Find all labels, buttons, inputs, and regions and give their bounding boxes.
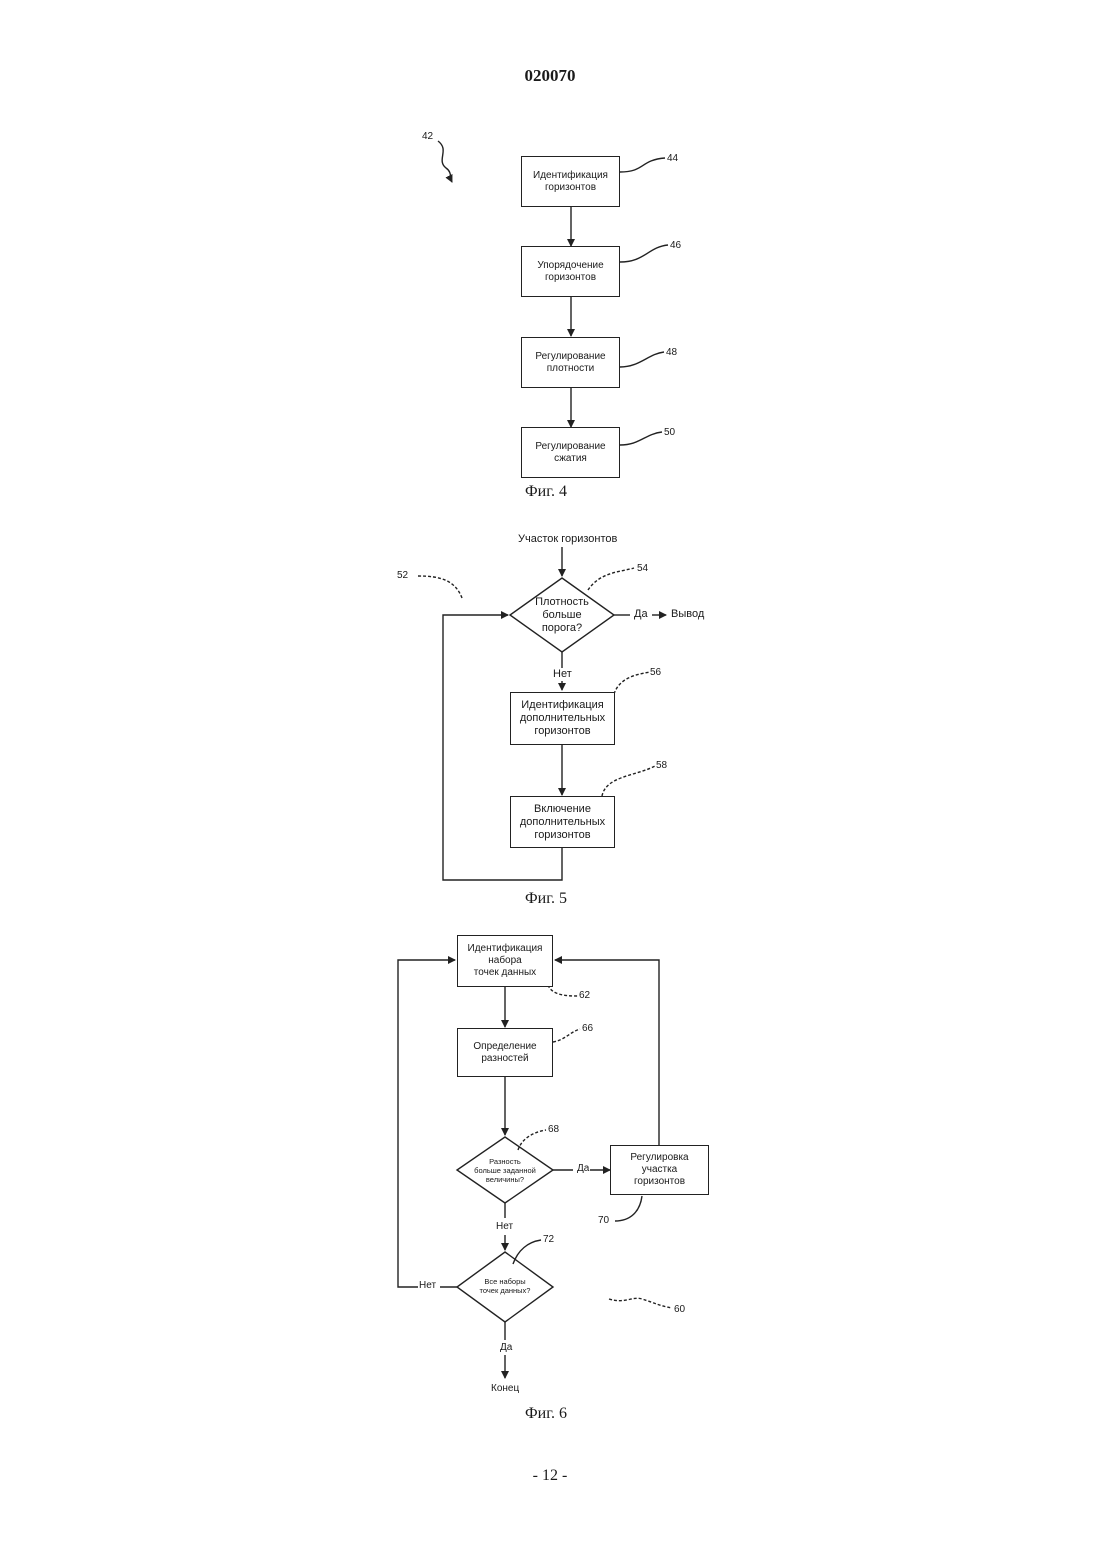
fig4-caption: Фиг. 4 xyxy=(525,483,567,501)
fig4-step-order-horizons: Упорядочение горизонтов xyxy=(521,246,620,297)
fig4-leader-48 xyxy=(620,352,664,367)
fig6-leader-66 xyxy=(553,1029,580,1042)
fig4-leader-44 xyxy=(620,158,665,172)
fig6-no-label-2: Нет xyxy=(419,1280,436,1291)
fig6-step-ref-70: 70 xyxy=(598,1215,609,1226)
fig6-decision-ref-72: 72 xyxy=(543,1234,554,1245)
fig6-decision-difference: Разность больше заданной величины? xyxy=(463,1152,547,1188)
fig6-decision-all-sets: Все наборы точек данных? xyxy=(470,1271,540,1301)
fig6-step-ref-62: 62 xyxy=(579,990,590,1001)
fig5-decision-ref-54: 54 xyxy=(637,563,648,574)
fig4-step-density-control: Регулирование плотности xyxy=(521,337,620,388)
fig4-step-ref-50: 50 xyxy=(664,427,675,438)
fig6-yes-label: Да xyxy=(577,1163,589,1174)
fig4-leader-46 xyxy=(620,245,668,262)
fig5-caption: Фиг. 5 xyxy=(525,890,567,908)
fig4-ref-leader-42 xyxy=(438,141,452,182)
fig6-step-adjust-horizons: Регулировка участка горизонтов xyxy=(610,1145,709,1195)
fig4-step-identify-horizons: Идентификация горизонтов xyxy=(521,156,620,207)
fig6-leader-68 xyxy=(518,1130,546,1150)
fig5-step-ref-56: 56 xyxy=(650,667,661,678)
fig4-leader-50 xyxy=(620,432,662,445)
fig6-no-loop xyxy=(398,960,457,1287)
fig6-caption: Фиг. 6 xyxy=(525,1405,567,1423)
fig6-decision-ref-68: 68 xyxy=(548,1124,559,1135)
fig6-ref-label: 60 xyxy=(674,1304,685,1315)
fig6-step-identify-dataset: Идентификация набора точек данных xyxy=(457,935,553,987)
fig5-output-label: Вывод xyxy=(671,608,704,620)
fig5-decision-density: Плотность больше порога? xyxy=(510,590,614,640)
fig5-leader-58 xyxy=(602,766,655,796)
fig4-ref-label: 42 xyxy=(422,131,433,142)
fig5-no-label: Нет xyxy=(553,668,572,680)
fig6-yes-label-2: Да xyxy=(500,1342,512,1353)
fig5-input-label: Участок горизонтов xyxy=(518,533,617,545)
fig5-leader-56 xyxy=(614,672,650,694)
fig4-step-compression-control: Регулирование сжатия xyxy=(521,427,620,478)
fig5-step-identify-additional: Идентификация дополнительных горизонтов xyxy=(510,692,615,745)
fig5-step-ref-58: 58 xyxy=(656,760,667,771)
fig5-ref-leader-52 xyxy=(418,576,462,598)
fig6-no-label-1: Нет xyxy=(496,1221,513,1232)
fig5-step-include-additional: Включение дополнительных горизонтов xyxy=(510,796,615,848)
fig6-adjust-loop xyxy=(555,960,659,1145)
fig6-leader-70 xyxy=(615,1196,642,1221)
fig6-step-ref-66: 66 xyxy=(582,1023,593,1034)
fig5-leader-54 xyxy=(588,568,634,590)
fig4-step-ref-48: 48 xyxy=(666,347,677,358)
fig5-ref-label: 52 xyxy=(397,570,408,581)
fig6-step-determine-differences: Определение разностей xyxy=(457,1028,553,1077)
fig6-ref-leader-60 xyxy=(609,1298,672,1308)
fig4-step-ref-46: 46 xyxy=(670,240,681,251)
fig4-step-ref-44: 44 xyxy=(667,153,678,164)
fig5-yes-label: Да xyxy=(634,608,648,620)
fig6-end-label: Конец xyxy=(491,1383,519,1394)
